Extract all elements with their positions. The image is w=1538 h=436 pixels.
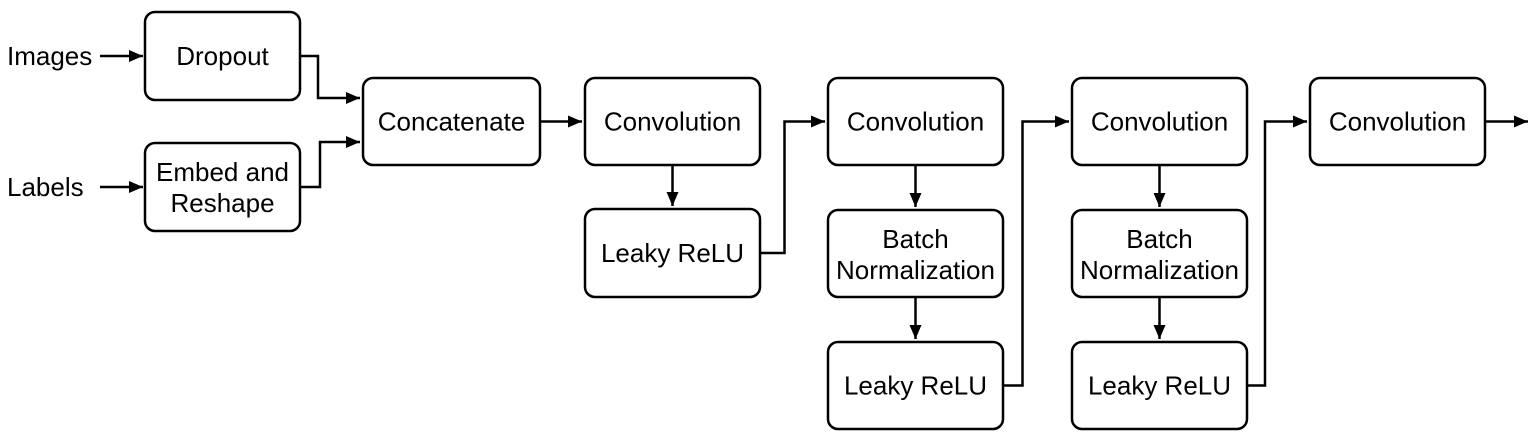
node-leaky-relu3: Leaky ReLU	[1070, 340, 1249, 431]
node-conv1: Convolution	[583, 76, 762, 167]
node-conv3-label: Convolution	[1091, 107, 1228, 137]
node-dropout-label: Dropout	[176, 41, 269, 71]
node-batch-norm1-label-line1: Batch	[882, 224, 949, 254]
node-batch-norm1: Batch Normalization	[826, 208, 1005, 299]
node-concatenate-label: Concatenate	[378, 107, 525, 137]
node-leaky-relu1-label: Leaky ReLU	[601, 238, 744, 268]
edge-leaky-relu1-to-conv2	[760, 115, 825, 255]
edge-dropout-to-concatenate	[300, 54, 360, 104]
node-leaky-relu1: Leaky ReLU	[583, 207, 762, 299]
node-concatenate-box	[361, 76, 542, 167]
node-leaky-relu2-box	[826, 340, 1005, 431]
node-leaky-relu1-box	[583, 207, 762, 299]
node-batch-norm1-box	[826, 208, 1005, 299]
node-dropout: Dropout	[143, 10, 302, 102]
node-leaky-relu3-label: Leaky ReLU	[1088, 371, 1231, 401]
node-conv4-label: Convolution	[1329, 107, 1466, 137]
node-conv2-label: Convolution	[847, 107, 984, 137]
node-embed-reshape-box	[143, 141, 302, 233]
node-embed-reshape-label-line1: Embed and	[156, 157, 289, 187]
node-conv4: Convolution	[1308, 76, 1487, 167]
node-dropout-box	[143, 10, 302, 102]
node-conv2-box	[826, 76, 1005, 167]
node-conv3: Convolution	[1070, 76, 1249, 167]
node-batch-norm2: Batch Normalization	[1070, 208, 1249, 299]
node-batch-norm1-label-line2: Normalization	[836, 255, 995, 285]
node-batch-norm2-box	[1070, 208, 1249, 299]
node-conv3-box	[1070, 76, 1249, 167]
node-conv1-box	[583, 76, 762, 167]
edge-leaky-relu2-to-conv3	[1003, 115, 1069, 387]
node-conv1-label: Convolution	[604, 107, 741, 137]
node-conv2: Convolution	[826, 76, 1005, 167]
node-embed-reshape-label-line2: Reshape	[170, 188, 274, 218]
node-conv4-box	[1308, 76, 1487, 167]
input-label-labels: Labels	[7, 172, 84, 202]
node-batch-norm2-label-line1: Batch	[1126, 224, 1193, 254]
edge-embed-reshape-to-concatenate	[300, 136, 360, 189]
node-leaky-relu3-box	[1070, 340, 1249, 431]
node-embed-reshape: Embed and Reshape	[143, 141, 302, 233]
node-leaky-relu2: Leaky ReLU	[826, 340, 1005, 431]
node-concatenate: Concatenate	[361, 76, 542, 167]
node-leaky-relu2-label: Leaky ReLU	[844, 371, 987, 401]
input-label-images: Images	[7, 41, 92, 71]
edge-leaky-relu3-to-conv4	[1247, 115, 1307, 387]
node-batch-norm2-label-line2: Normalization	[1080, 255, 1239, 285]
